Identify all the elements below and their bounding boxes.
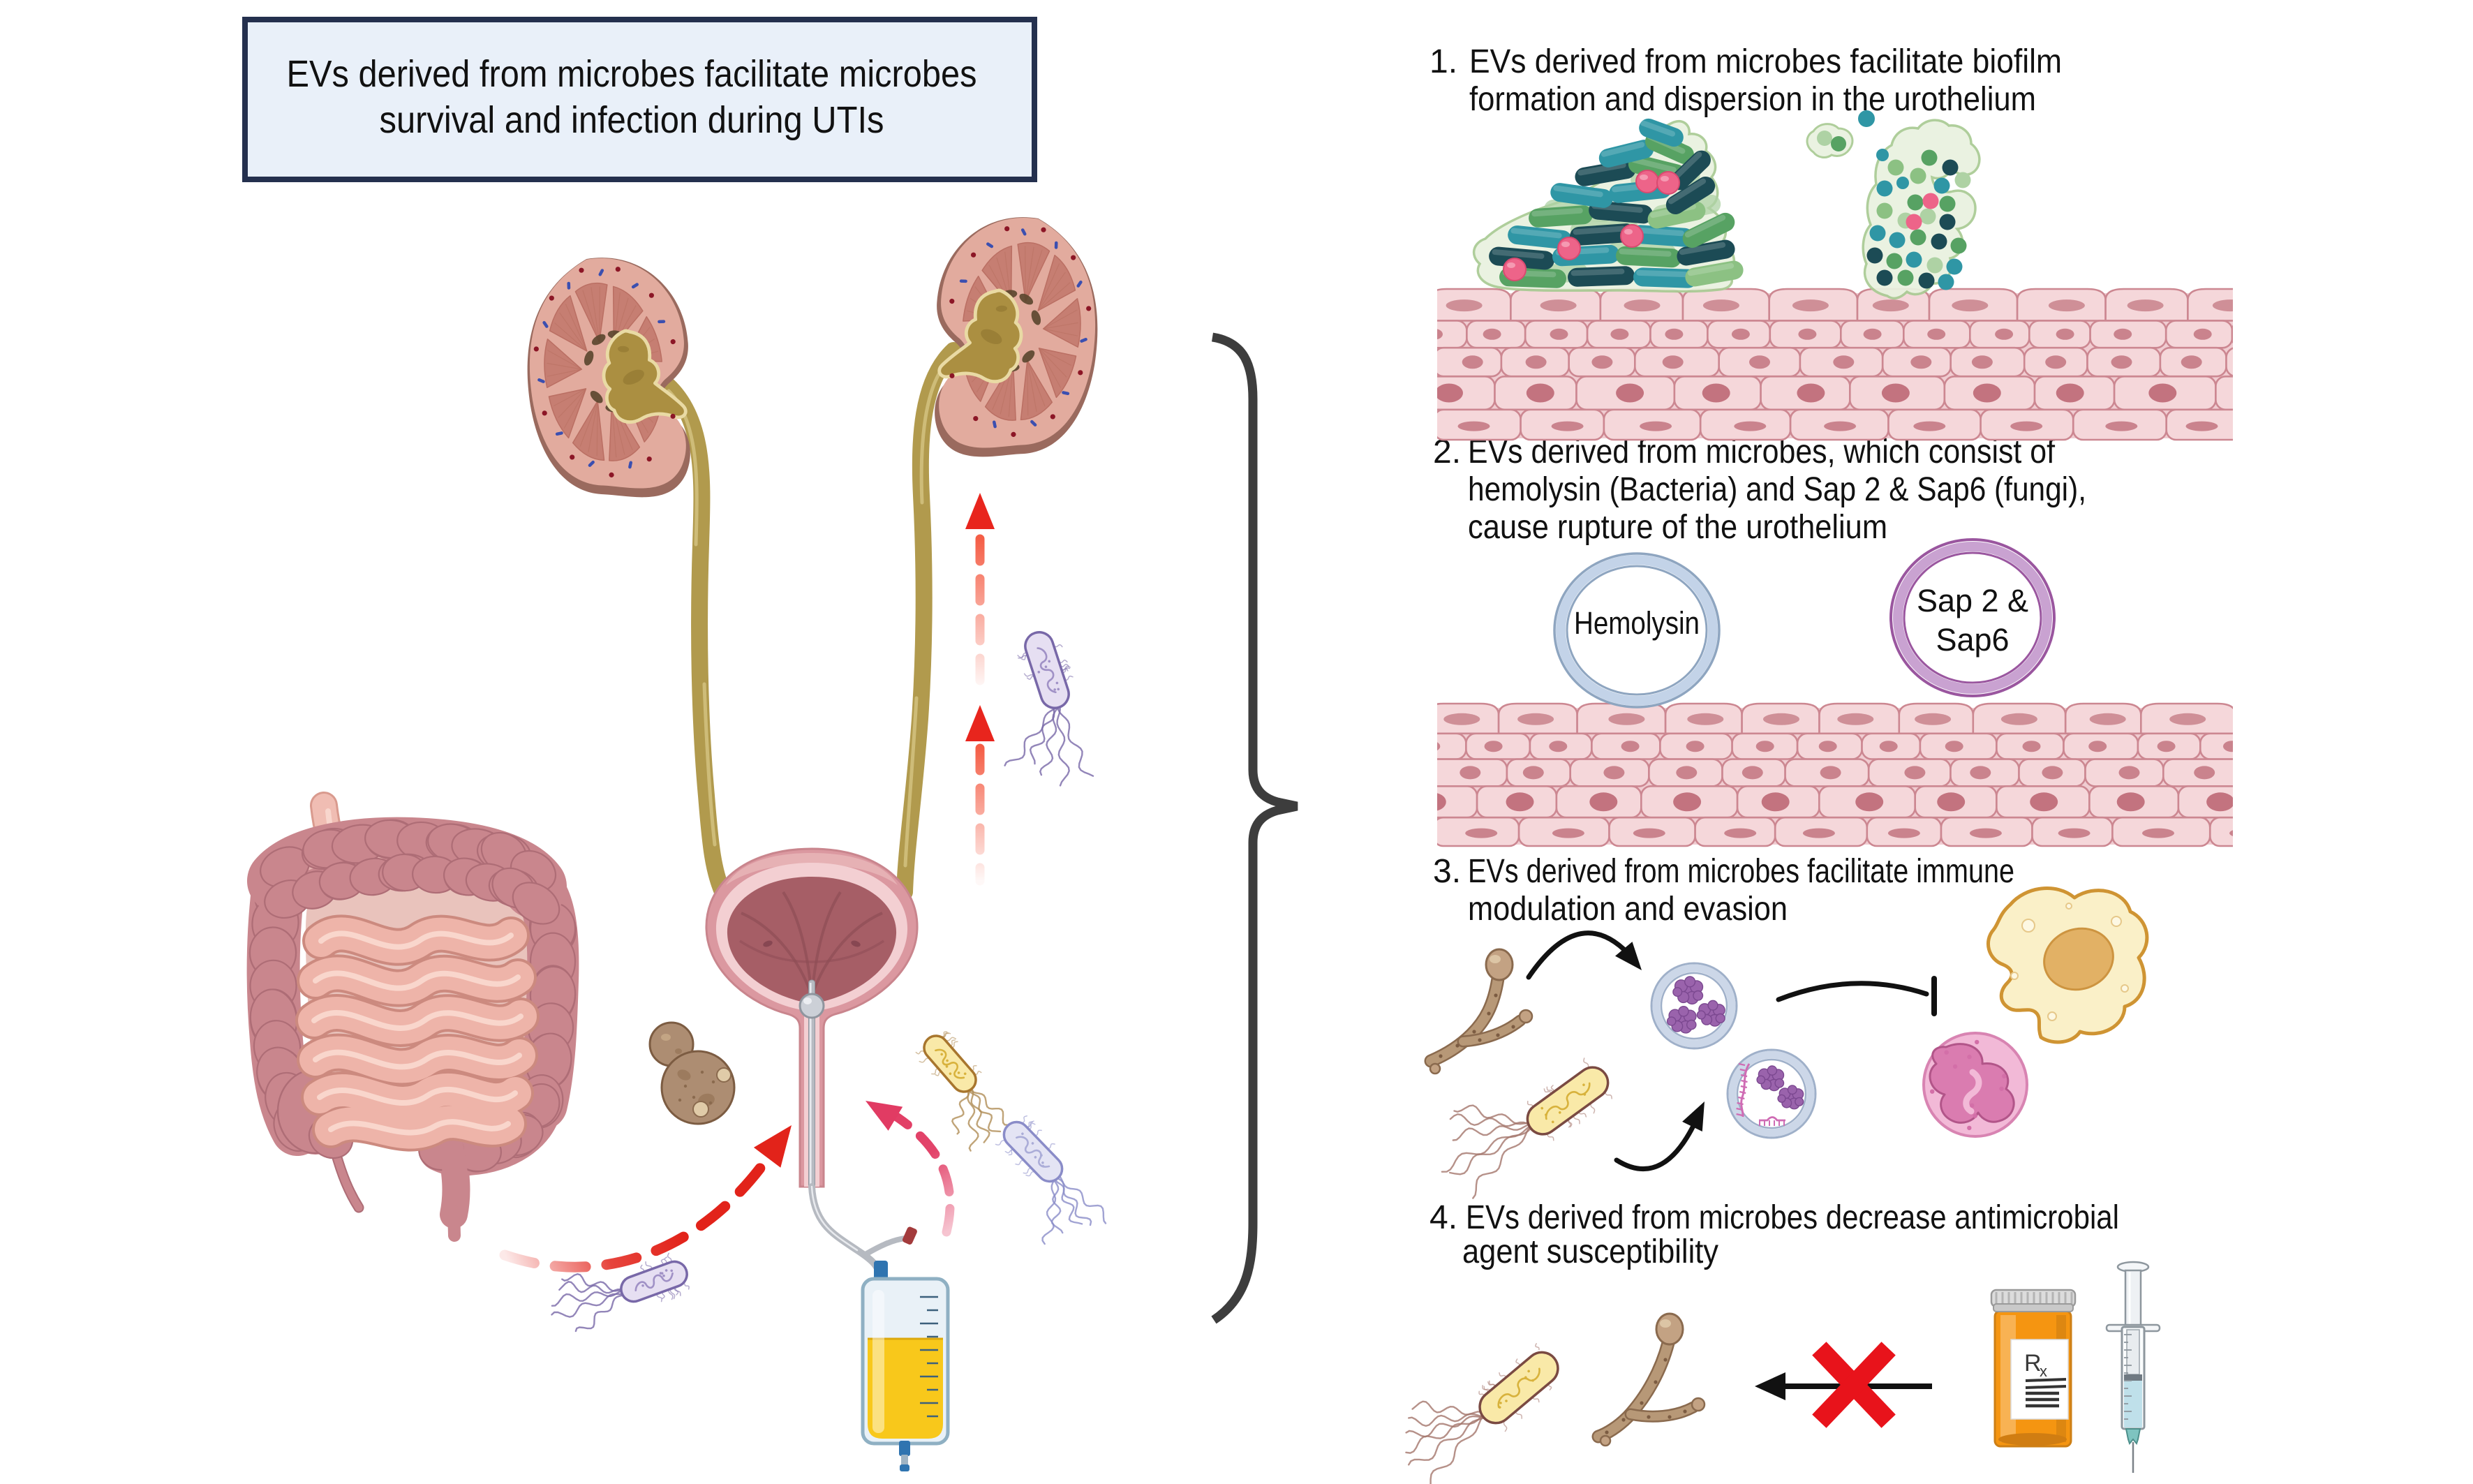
svg-text:1.: 1.: [1429, 43, 1457, 80]
svg-text:4.: 4.: [1429, 1199, 1457, 1236]
svg-text:R: R: [2024, 1350, 2042, 1377]
svg-text:formation and dispersion in th: formation and dispersion in the urotheli…: [1469, 81, 2036, 118]
svg-text:EVs derived from microbes decr: EVs derived from microbes decrease antim…: [1466, 1199, 2119, 1236]
svg-text:hemolysin (Bacteria) and Sap 2: hemolysin (Bacteria) and Sap 2 & Sap6 (f…: [1468, 471, 2086, 508]
svg-text:agent susceptibility: agent susceptibility: [1462, 1233, 1718, 1270]
svg-text:cause rupture of the urotheliu: cause rupture of the urothelium: [1468, 509, 1887, 546]
svg-text:modulation and evasion: modulation and evasion: [1468, 891, 1788, 928]
svg-text:EVs derived from microbes faci: EVs derived from microbes facilitate mic…: [287, 53, 977, 95]
svg-text:EVs derived from microbes faci: EVs derived from microbes facilitate bio…: [1469, 43, 2062, 80]
svg-text:Sap 2 &: Sap 2 &: [1917, 583, 2028, 618]
svg-text:survival and infection during: survival and infection during UTIs: [380, 99, 884, 141]
svg-text:EVs derived from microbes faci: EVs derived from microbes facilitate imm…: [1468, 853, 2014, 890]
svg-text:Sap6: Sap6: [1936, 622, 2009, 658]
svg-text:3.: 3.: [1433, 853, 1461, 890]
svg-text:Hemolysin: Hemolysin: [1574, 605, 1700, 641]
svg-text:x: x: [2040, 1363, 2047, 1380]
